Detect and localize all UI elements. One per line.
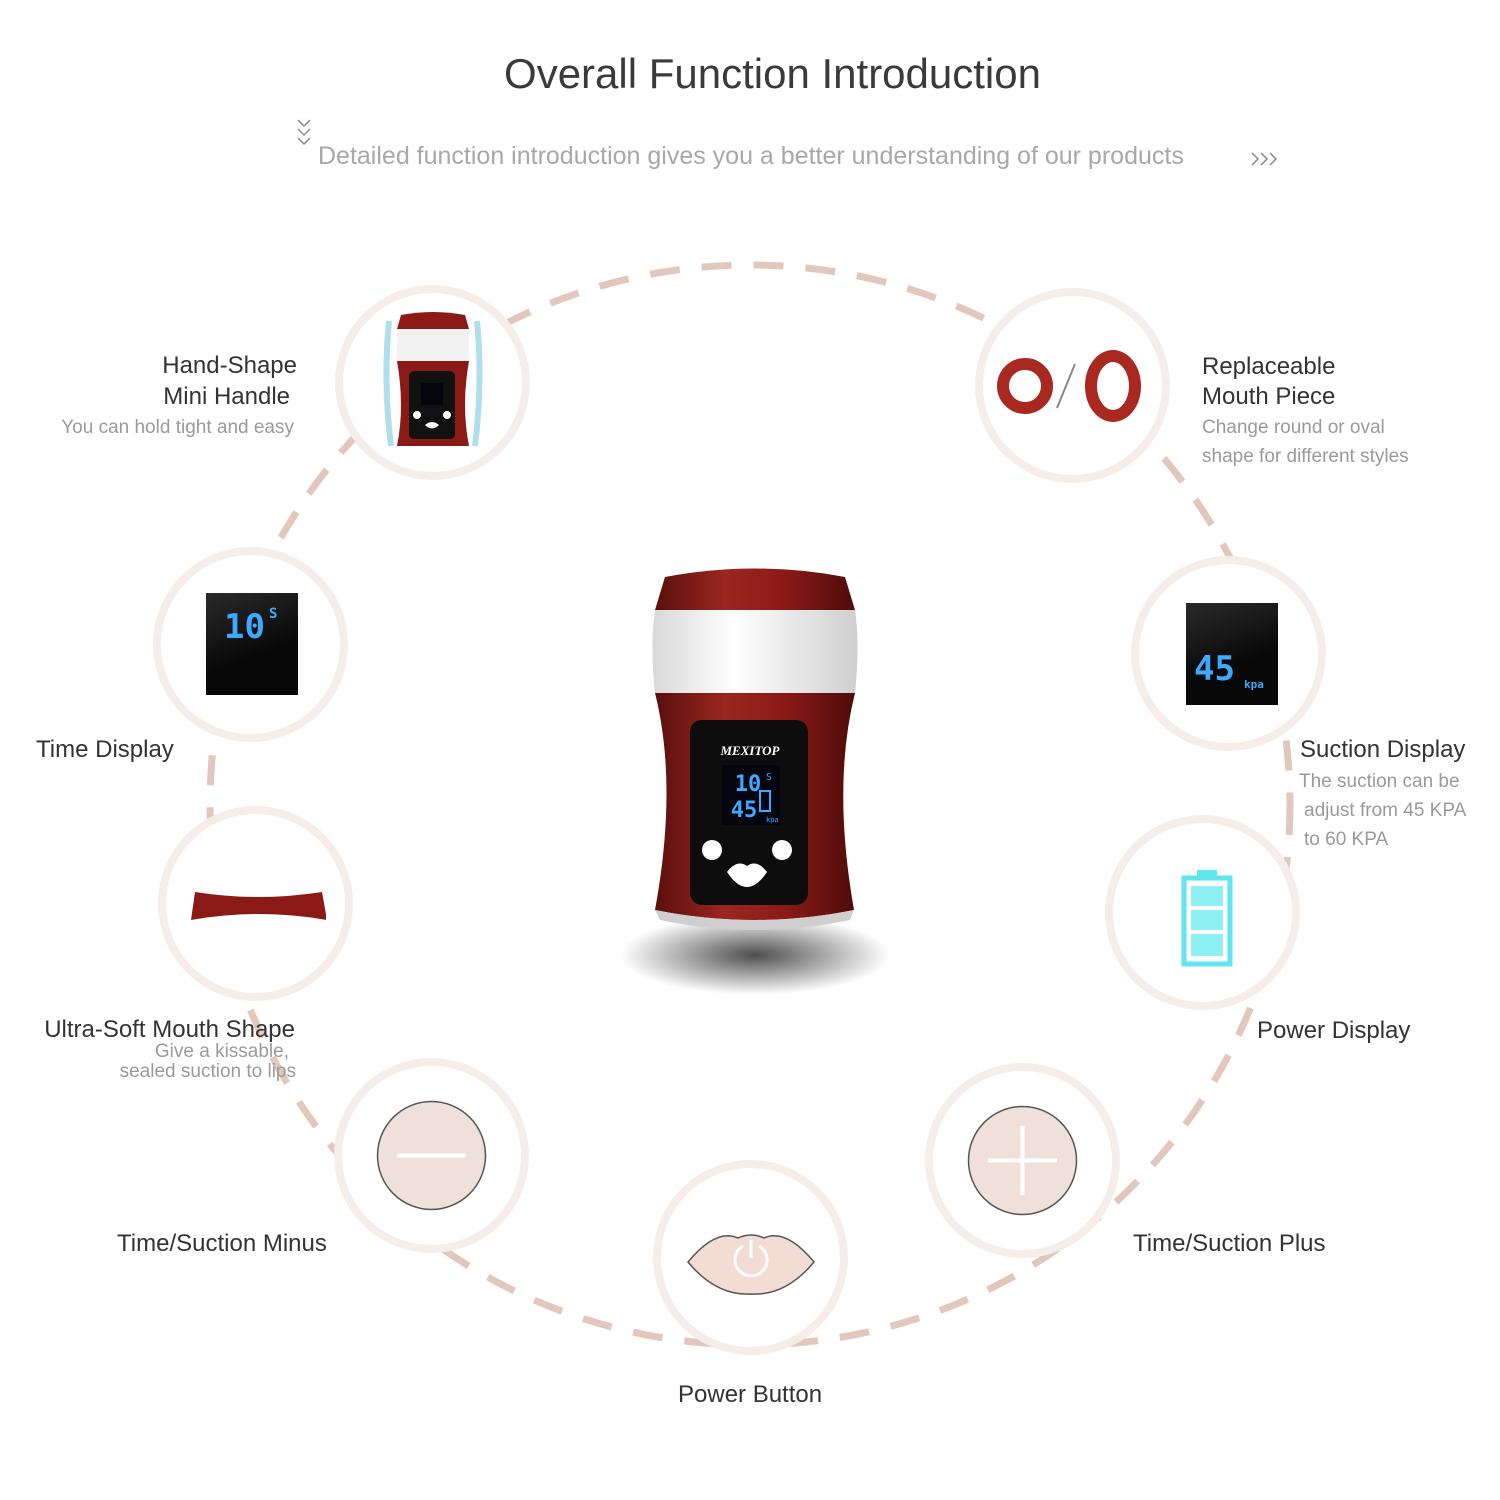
battery-icon xyxy=(1181,870,1233,967)
power-icon xyxy=(687,1234,815,1295)
mouth-piece-image xyxy=(997,350,1141,422)
mouth-piece-title-2: Mouth Piece xyxy=(1202,383,1336,410)
power-button-title: Power Button xyxy=(678,1381,823,1408)
mouth-shape-image xyxy=(191,892,326,920)
chevrons-right-icon xyxy=(1251,152,1278,166)
mouth-shape-circle xyxy=(158,806,353,1001)
chevrons-down-icon xyxy=(297,119,311,146)
hand-shape-title-2: Mini Handle xyxy=(163,383,290,410)
suction-display-value: 45 xyxy=(1194,649,1235,689)
suction-display-circle: 45 kpa xyxy=(1131,556,1326,751)
mouth-piece-title-1: Replaceable xyxy=(1202,353,1336,380)
device-suction-readout: 45 xyxy=(731,798,758,823)
hand-shape-desc: You can hold tight and easy xyxy=(61,417,294,438)
power-display-title: Power Display xyxy=(1257,1017,1411,1044)
mouth-shape-title: Ultra-Soft Mouth Shape xyxy=(44,1016,295,1043)
device-power-lips xyxy=(727,863,767,887)
device-minus-button xyxy=(702,840,722,860)
plus-icon xyxy=(967,1105,1078,1216)
power-button-circle xyxy=(653,1160,848,1355)
device-image: MEXITOP 10 S 45 kpa xyxy=(620,568,890,995)
minus-circle xyxy=(334,1058,529,1253)
page-subtitle: Detailed function introduction gives you… xyxy=(318,142,1184,170)
mini-handle-image xyxy=(383,312,483,447)
plus-title: Time/Suction Plus xyxy=(1133,1230,1326,1257)
mouth-piece-desc-2: shape for different styles xyxy=(1202,446,1409,467)
hand-shape-circle xyxy=(335,285,530,480)
suction-display-screen: 45 kpa xyxy=(1186,603,1278,705)
minus-title: Time/Suction Minus xyxy=(117,1230,327,1257)
suction-display-title: Suction Display xyxy=(1300,736,1466,763)
suction-display-unit: kpa xyxy=(1244,678,1264,691)
hand-shape-title-1: Hand-Shape xyxy=(162,352,297,379)
device-time-readout: 10 xyxy=(735,772,762,797)
mouth-shape-desc-1: Give a kissable, xyxy=(154,1041,289,1062)
mouth-piece-circle xyxy=(975,288,1170,483)
suction-display-desc-2: adjust from 45 KPA xyxy=(1304,800,1467,821)
time-display-value: 10 xyxy=(224,607,265,647)
time-display-unit: S xyxy=(269,606,278,622)
mouth-piece-desc-1: Change round or oval xyxy=(1202,417,1385,438)
device-time-unit: S xyxy=(766,772,772,783)
page-title: Overall Function Introduction xyxy=(504,50,1041,97)
minus-icon xyxy=(376,1100,487,1211)
suction-display-desc-3: to 60 KPA xyxy=(1304,829,1389,850)
time-display-title: Time Display xyxy=(36,736,174,763)
time-display-screen: 10 S xyxy=(206,593,298,695)
device-brand: MEXITOP xyxy=(720,743,781,758)
device-suction-unit: kpa xyxy=(766,816,779,824)
device-plus-button xyxy=(772,840,792,860)
suction-display-desc-1: The suction can be xyxy=(1299,771,1460,792)
plus-circle xyxy=(925,1063,1120,1258)
power-display-circle xyxy=(1105,815,1300,1010)
time-display-circle: 10 S xyxy=(153,547,348,742)
mouth-shape-desc-2: sealed suction to lips xyxy=(119,1061,296,1082)
